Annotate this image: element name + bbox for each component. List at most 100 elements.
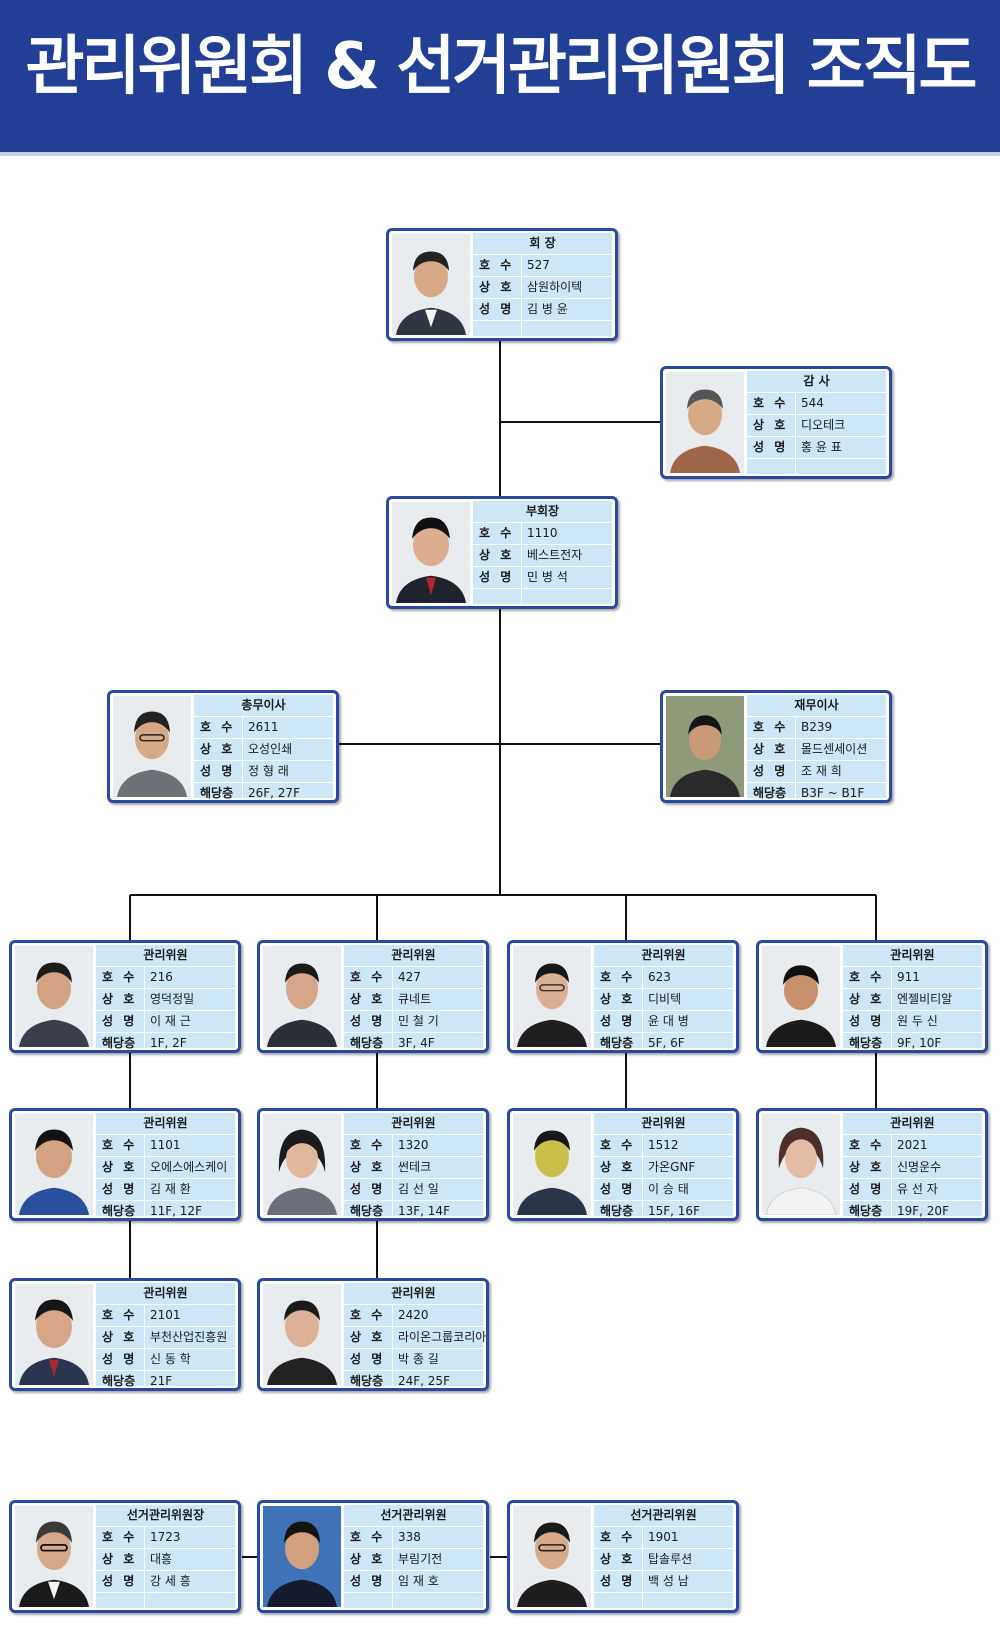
company-label: 상 호	[600, 1160, 636, 1174]
member-photo	[15, 1506, 93, 1607]
floor-label: 해당층	[600, 1036, 634, 1050]
unit-label: 호 수	[753, 720, 789, 734]
member-photo	[15, 1284, 93, 1385]
name-label: 성 명	[102, 1014, 138, 1028]
name-value: 임 재 호	[398, 1574, 439, 1588]
member-photo	[666, 696, 744, 797]
unit-value: 1512	[648, 1138, 679, 1152]
member-role: 감 사	[747, 371, 886, 393]
company-label: 상 호	[102, 1552, 138, 1566]
unit-value: 1901	[648, 1530, 679, 1544]
member-role: 관리위원	[344, 945, 483, 967]
name-label: 성 명	[350, 1574, 386, 1588]
page-header: 관리위원회 & 선거관리위원회 조직도	[0, 0, 1000, 156]
floor-label: 해당층	[102, 1036, 136, 1050]
name-label: 성 명	[600, 1014, 636, 1028]
company-value: 가온GNF	[648, 1160, 696, 1174]
floor-value: 5F, 6F	[648, 1036, 685, 1050]
company-value: 오에스에스케이	[150, 1160, 228, 1174]
unit-label: 호 수	[350, 1138, 386, 1152]
unit-value: 2101	[150, 1308, 181, 1322]
company-value: 부림기전	[398, 1552, 443, 1566]
member-photo	[513, 946, 591, 1047]
name-label: 성 명	[753, 440, 789, 454]
member-photo	[15, 1114, 93, 1215]
name-label: 성 명	[102, 1352, 138, 1366]
company-value: 베스트전자	[527, 548, 583, 562]
member-role: 부회장	[473, 501, 612, 523]
name-label: 성 명	[753, 764, 789, 778]
unit-label: 호 수	[102, 1308, 138, 1322]
member-photo	[666, 372, 744, 473]
unit-value: 1110	[527, 526, 558, 540]
member-role: 관리위원	[594, 1113, 733, 1135]
floor-value: 1F, 2F	[150, 1036, 187, 1050]
company-value: 썬테크	[398, 1160, 432, 1174]
company-value: 라이온그룹코리아	[398, 1330, 487, 1344]
floor-label: 해당층	[350, 1036, 384, 1050]
name-label: 성 명	[849, 1182, 885, 1196]
floor-label: 해당층	[350, 1204, 384, 1218]
floor-label: 해당층	[102, 1204, 136, 1218]
member-photo	[263, 1284, 341, 1385]
floor-label: 해당층	[600, 1204, 634, 1218]
company-label: 상 호	[753, 742, 789, 756]
unit-value: 2021	[897, 1138, 928, 1152]
company-label: 상 호	[350, 1160, 386, 1174]
unit-label: 호 수	[600, 1530, 636, 1544]
name-value: 이 재 근	[150, 1014, 191, 1028]
member-role: 관리위원	[344, 1283, 483, 1305]
floor-value: 24F, 25F	[398, 1374, 450, 1388]
member-photo	[392, 234, 470, 335]
member-role: 관리위원	[843, 1113, 982, 1135]
unit-value: 911	[897, 970, 920, 984]
company-label: 상 호	[849, 1160, 885, 1174]
unit-label: 호 수	[849, 1138, 885, 1152]
unit-value: 544	[801, 396, 824, 410]
member-role: 관리위원	[96, 945, 235, 967]
company-label: 상 호	[350, 1330, 386, 1344]
member-role: 재무이사	[747, 695, 886, 717]
floor-label: 해당층	[753, 786, 787, 800]
unit-label: 호 수	[849, 970, 885, 984]
company-label: 상 호	[849, 992, 885, 1006]
member-role: 관리위원	[843, 945, 982, 967]
name-value: 강 세 흥	[150, 1574, 191, 1588]
name-label: 성 명	[200, 764, 236, 778]
unit-label: 호 수	[600, 1138, 636, 1152]
company-label: 상 호	[479, 548, 515, 562]
floor-value: 13F, 14F	[398, 1204, 450, 1218]
floor-value: 11F, 12F	[150, 1204, 202, 1218]
unit-label: 호 수	[102, 1530, 138, 1544]
unit-label: 호 수	[479, 526, 515, 540]
company-label: 상 호	[753, 418, 789, 432]
name-value: 원 두 신	[897, 1014, 938, 1028]
company-value: 디오테크	[801, 418, 846, 432]
name-value: 김 선 일	[398, 1182, 439, 1196]
company-label: 상 호	[200, 742, 236, 756]
member-photo	[392, 502, 470, 603]
member-photo	[762, 1114, 840, 1215]
company-value: 영덕정밀	[150, 992, 195, 1006]
member-role: 회 장	[473, 233, 612, 255]
member-photo	[513, 1114, 591, 1215]
